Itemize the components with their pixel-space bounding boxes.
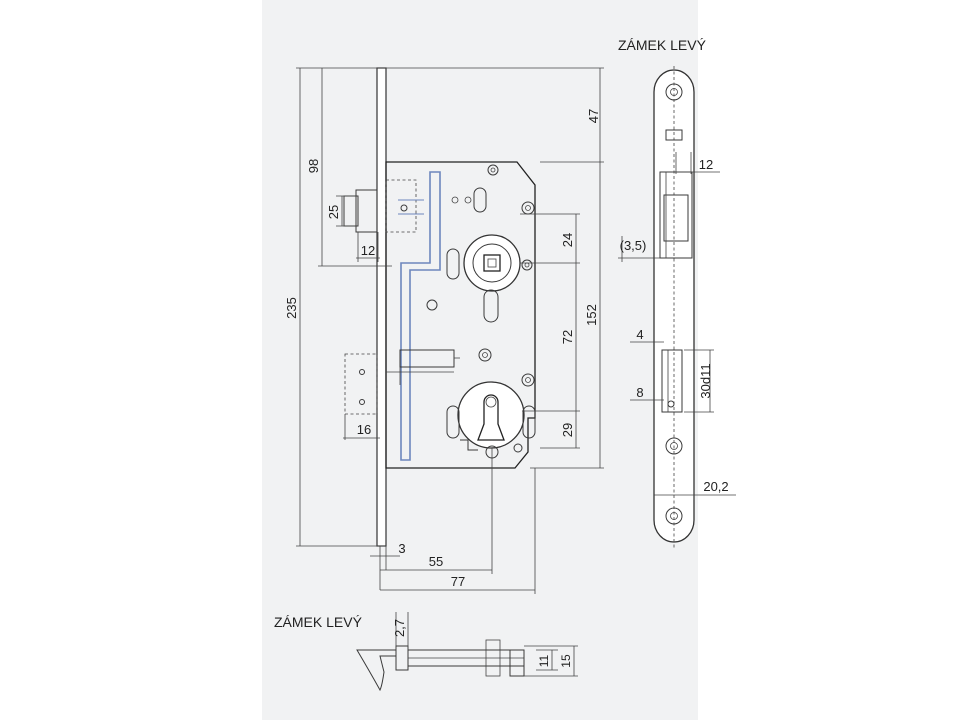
faceplate-view: ZÁMEK LEVÝ 12 (3,5) 4 8 (618, 37, 736, 548)
slot-upper (473, 187, 487, 213)
dim-16: 16 (357, 422, 371, 437)
dim-3-5: (3,5) (620, 238, 647, 253)
faceplate-outline (653, 69, 695, 543)
dim-8: 8 (636, 385, 643, 400)
dim-29: 29 (560, 423, 575, 437)
lock-body (385, 161, 536, 469)
dim-20-2: 20,2 (703, 479, 728, 494)
top-view: ZÁMEK LEVÝ 2,7 11 15 (274, 612, 578, 692)
faceplate-title: ZÁMEK LEVÝ (618, 37, 707, 53)
dead-bolt (344, 349, 460, 415)
dim-72: 72 (560, 330, 575, 344)
dim-4: 4 (636, 327, 643, 342)
slot-middle (483, 289, 499, 323)
faceplate-dimension-lines (618, 152, 736, 500)
dim-77: 77 (451, 574, 465, 589)
dim-24: 24 (560, 233, 575, 247)
dim-55: 55 (429, 554, 443, 569)
follower-hub (463, 234, 521, 292)
dim-152: 152 (584, 304, 599, 326)
dim-12-latch: 12 (361, 243, 375, 258)
inner-channel (400, 171, 441, 461)
dim-25: 25 (326, 205, 341, 219)
cylinder-hole (446, 381, 536, 459)
drawing-sheet (262, 0, 698, 720)
dim-30d11: 30d11 (698, 363, 713, 398)
dim-15: 15 (559, 654, 573, 668)
dim-235: 235 (284, 297, 299, 319)
top-view-dimension-lines (395, 612, 578, 677)
slot-left (446, 248, 460, 280)
dim-11: 11 (537, 654, 551, 667)
top-view-forend (395, 645, 409, 671)
lock-side-view: 47 98 235 25 12 16 24 72 152 29 3 55 77 (284, 67, 604, 594)
dimension-lines (296, 67, 604, 594)
dim-12-face: 12 (699, 157, 713, 172)
dim-47: 47 (586, 109, 601, 123)
forend-plate (376, 67, 387, 547)
dim-2-7: 2,7 (392, 619, 407, 637)
dim-3: 3 (398, 541, 405, 556)
dim-98: 98 (306, 159, 321, 173)
bolt-opening (661, 349, 683, 413)
top-view-latch (356, 649, 397, 692)
top-view-title: ZÁMEK LEVÝ (274, 614, 363, 630)
